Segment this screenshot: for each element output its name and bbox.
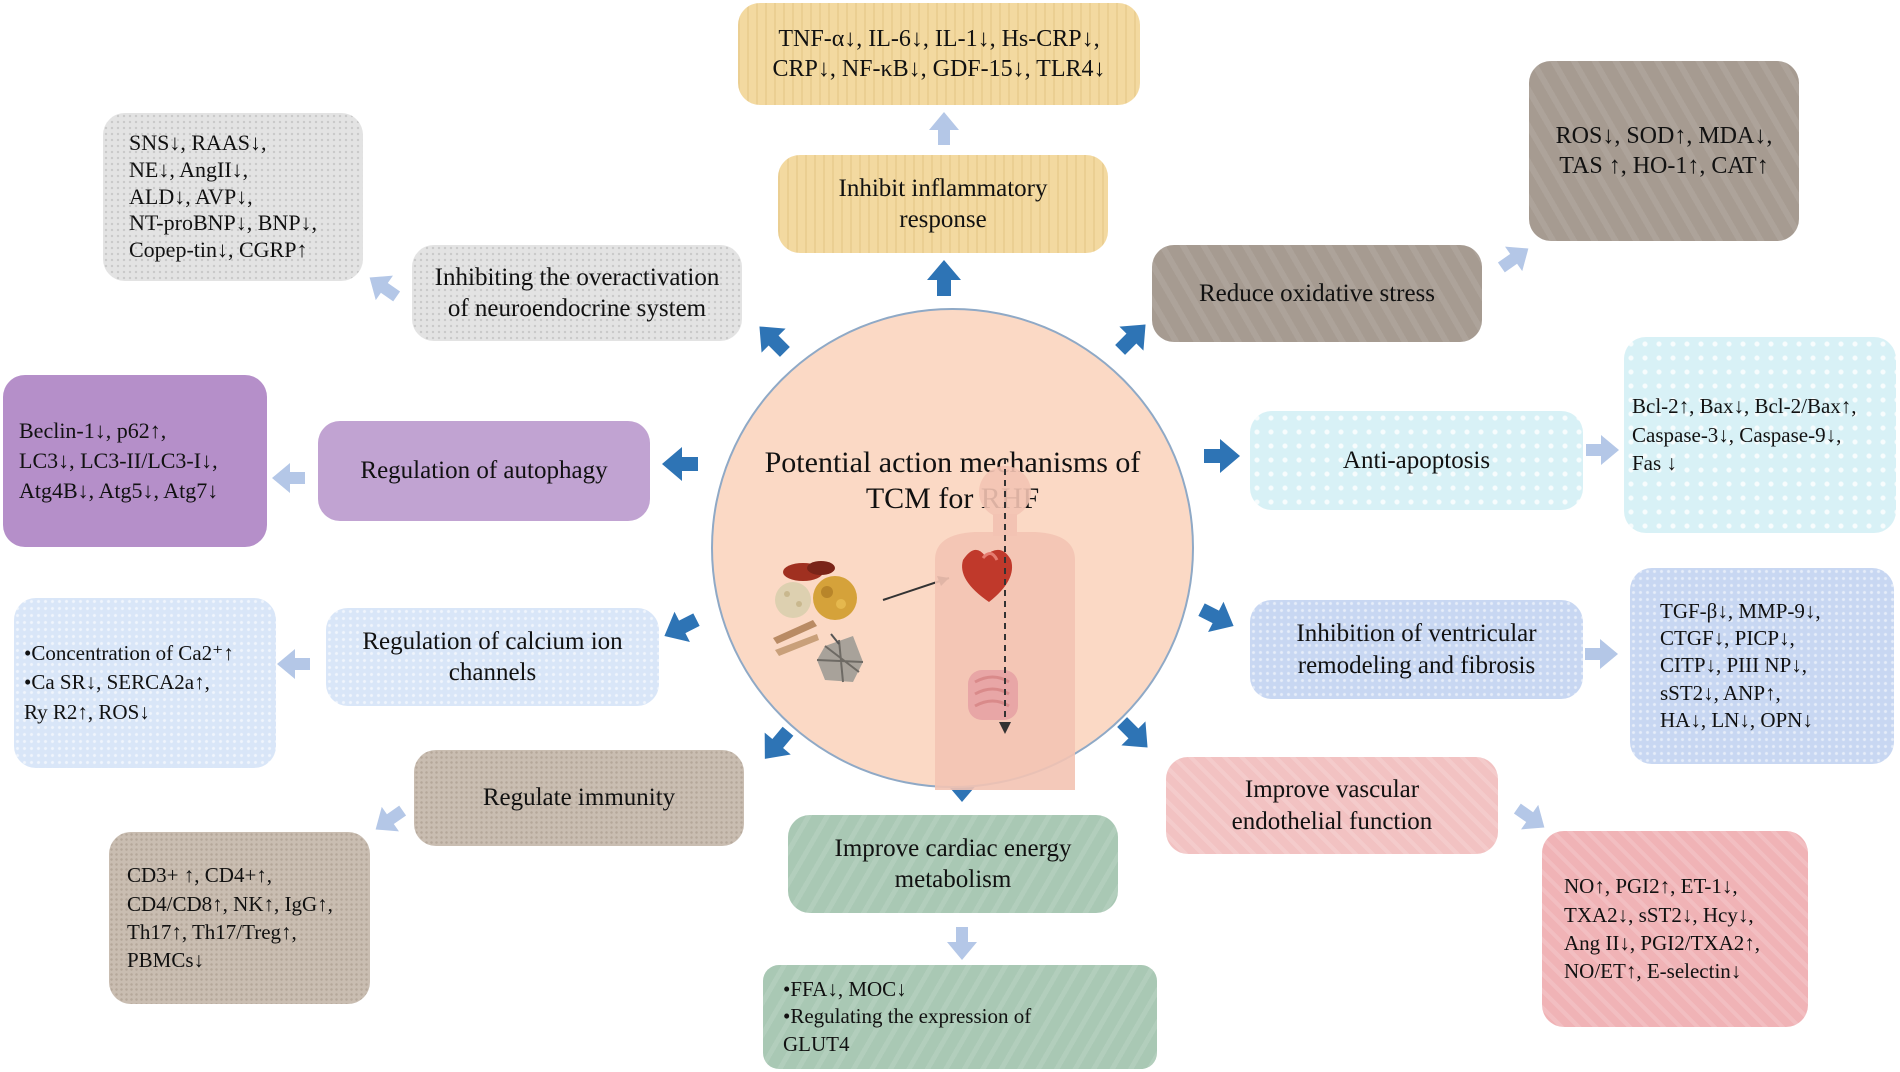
mechanism-endothelial: Improve vascular endothelial function (1166, 757, 1498, 854)
markers-neuroendocrine: SNS↓, RAAS↓, NE↓, AngII↓, ALD↓, AVP↓, NT… (103, 113, 363, 281)
arrow-to-oxidative-markers (1492, 236, 1537, 280)
mechanism-inflammatory-line2: response (899, 206, 987, 233)
arrow-to-neuroendocrine-markers (361, 265, 406, 309)
markers-remodeling-line: sST2↓, ANP↑, (1660, 680, 1781, 705)
mechanism-autophagy-line1: Regulation of autophagy (360, 457, 608, 485)
markers-immunity-line: CD4/CD8↑, NK↑, IgG↑, (127, 891, 333, 916)
markers-energy: •FFA↓, MOC↓ •Regulating the expression o… (763, 965, 1157, 1069)
arrow-to-autophagy (662, 447, 698, 481)
markers-apoptosis: Bcl-2↑, Bax↓, Bcl-2/Bax↑, Caspase-3↓, Ca… (1624, 337, 1896, 533)
mechanism-oxidative: Reduce oxidative stress (1152, 245, 1482, 342)
mechanism-energy: Improve cardiac energy metabolism (788, 815, 1118, 913)
markers-oxidative-line: ROS↓, SOD↑, MDA↓, (1555, 123, 1773, 149)
mechanism-oxidative-line1: Reduce oxidative stress (1198, 279, 1436, 307)
markers-immunity-line: CD3+ ↑, CD4+↑, (127, 863, 273, 888)
markers-endothelial-line: NO/ET↑, E-selectin↓ (1564, 959, 1742, 984)
markers-autophagy-line: Beclin-1↓, p62↑, (19, 418, 167, 444)
mechanism-apoptosis-line1: Anti-apoptosis (1342, 446, 1491, 474)
markers-neuroendocrine-line: SNS↓, RAAS↓, (129, 129, 267, 155)
mechanism-immunity: Regulate immunity (414, 750, 744, 846)
mechanism-endothelial-line1: Improve vascular (1244, 776, 1420, 804)
arrow-to-remodeling-markers (1585, 639, 1618, 669)
markers-calcium-line: Ry R2↑, ROS↓ (24, 699, 150, 724)
mechanism-calcium: Regulation of calcium ion channels (326, 608, 659, 706)
center-illustration (773, 458, 1075, 790)
markers-apoptosis-line: Caspase-3↓, Caspase-9↓, (1632, 422, 1842, 447)
markers-inflammatory-line: TNF-α↓, IL-6↓, IL-1↓, Hs-CRP↓, (778, 26, 1100, 52)
mechanism-remodeling-line2: remodeling and fibrosis (1297, 651, 1536, 679)
arrow-to-apoptosis-markers (1586, 435, 1619, 465)
human-body-icon (935, 458, 1075, 790)
markers-inflammatory-line: CRP↓, NF-κB↓, GDF-15↓, TLR4↓ (772, 56, 1106, 82)
markers-energy-line: •FFA↓, MOC↓ (783, 977, 907, 1002)
arrow-to-autophagy-markers (272, 463, 305, 493)
mechanism-endothelial-line2: endothelial function (1231, 807, 1433, 835)
markers-endothelial: NO↑, PGI2↑, ET-1↓, TXA2↓, sST2↓, Hcy↓, A… (1542, 831, 1808, 1027)
mechanism-energy-line1: Improve cardiac energy (834, 834, 1072, 862)
markers-autophagy: Beclin-1↓, p62↑, LC3↓, LC3-II/LC3-I↓, At… (3, 375, 267, 547)
markers-remodeling-line: CITP↓, PIII NP↓, (1660, 653, 1808, 678)
arrow-to-energy-markers (947, 927, 977, 960)
markers-endothelial-line: TXA2↓, sST2↓, Hcy↓, (1564, 902, 1754, 927)
markers-autophagy-line: Atg4B↓, Atg5↓, Atg7↓ (19, 477, 219, 503)
markers-calcium: •Concentration of Ca2⁺↑ •Ca SR↓, SERCA2a… (14, 598, 276, 768)
markers-oxidative-line: TAS ↑, HO-1↑, CAT↑ (1559, 153, 1769, 179)
herbs-icon (773, 561, 864, 683)
markers-remodeling-line: HA↓, LN↓, OPN↓ (1660, 707, 1813, 732)
arrow-to-inflammatory (927, 260, 961, 296)
arrow-to-calcium (656, 604, 705, 652)
center-circle: Potential action mechanisms of TCM for R… (711, 308, 1194, 790)
markers-immunity-line: PBMCs↓ (127, 948, 205, 973)
markers-endothelial-line: NO↑, PGI2↑, ET-1↓, (1564, 874, 1738, 899)
mechanism-immunity-line1: Regulate immunity (482, 784, 676, 812)
markers-endothelial-line: Ang II↓, PGI2/TXA2↑, (1564, 931, 1760, 955)
markers-immunity: CD3+ ↑, CD4+↑, CD4/CD8↑, NK↑, IgG↑, Th17… (109, 832, 370, 1004)
markers-immunity-line: Th17↑, Th17/Treg↑, (127, 920, 297, 944)
mechanism-inflammatory: Inhibit inflammatory response (778, 155, 1108, 253)
mechanism-inflammatory-line1: Inhibit inflammatory (838, 174, 1048, 202)
center-title-line1: Potential action mechanisms of (764, 446, 1141, 479)
mechanism-apoptosis: Anti-apoptosis (1250, 411, 1583, 510)
mechanism-neuroendocrine-line1: Inhibiting the overactivation (434, 263, 720, 291)
mechanism-calcium-line2: channels (448, 659, 537, 686)
markers-calcium-line: •Concentration of Ca2⁺↑ (24, 640, 234, 665)
mechanism-remodeling-line1: Inhibition of ventricular (1296, 620, 1537, 648)
markers-remodeling-line: CTGF↓, PICP↓, (1660, 626, 1795, 651)
markers-remodeling-line: TGF-β↓, MMP-9↓, (1660, 598, 1821, 623)
markers-neuroendocrine-line: Copep-tin↓, CGRP↑ (129, 237, 308, 263)
mechanism-neuroendocrine-line2: of neuroendocrine system (447, 295, 707, 322)
markers-neuroendocrine-line: NT-proBNP↓, BNP↓, (129, 210, 318, 236)
arrow-to-inflammatory-markers (929, 112, 959, 145)
markers-oxidative: ROS↓, SOD↑, MDA↓, TAS ↑, HO-1↑, CAT↑ (1529, 61, 1799, 241)
arrow-to-remodeling (1193, 594, 1242, 642)
arrow-to-immunity-markers (367, 798, 412, 842)
mechanism-calcium-line1: Regulation of calcium ion (362, 627, 623, 655)
markers-energy-line: GLUT4 (783, 1031, 850, 1056)
markers-neuroendocrine-line: NE↓, AngII↓, (129, 156, 249, 182)
mechanism-energy-line2: metabolism (894, 866, 1012, 893)
arrow-to-calcium-markers (277, 649, 310, 679)
mechanism-autophagy: Regulation of autophagy (318, 421, 650, 521)
arrow-to-endothelial-markers (1508, 796, 1553, 840)
markers-apoptosis-line: Fas ↓ (1632, 451, 1677, 476)
markers-calcium-line: •Ca SR↓, SERCA2a↑, (24, 670, 210, 695)
markers-energy-line: •Regulating the expression of (783, 1004, 1032, 1029)
markers-apoptosis-line: Bcl-2↑, Bax↓, Bcl-2/Bax↑, (1632, 394, 1857, 419)
mechanism-remodeling: Inhibition of ventricular remodeling and… (1250, 600, 1583, 699)
markers-autophagy-line: LC3↓, LC3-II/LC3-I↓, (19, 448, 218, 474)
markers-remodeling: TGF-β↓, MMP-9↓, CTGF↓, PICP↓, CITP↓, PII… (1630, 568, 1894, 764)
markers-neuroendocrine-line: ALD↓, AVP↓, (129, 183, 253, 209)
mechanism-neuroendocrine: Inhibiting the overactivation of neuroen… (412, 245, 742, 341)
arrow-to-apoptosis (1204, 439, 1240, 473)
markers-inflammatory: TNF-α↓, IL-6↓, IL-1↓, Hs-CRP↓, CRP↓, NF-… (738, 3, 1140, 105)
